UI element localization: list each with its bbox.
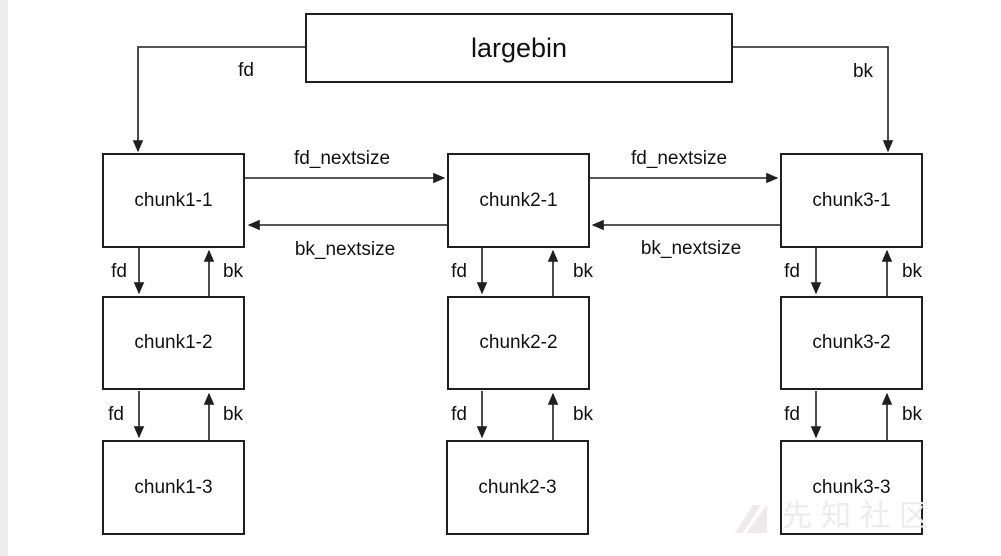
edge-label-fd-nextsize-1: fd_nextsize (293, 148, 391, 169)
edge-label-fd-nextsize-2: fd_nextsize (630, 148, 728, 169)
edge-label-bk-col3-gap1: bk (901, 261, 923, 282)
edge-label-fd-col3-gap2: fd (784, 404, 800, 425)
edge-label-bk-nextsize-1: bk_nextsize (294, 239, 396, 260)
node-chunk1-3: chunk1-3 (102, 440, 245, 535)
node-chunk3-2: chunk3-2 (780, 296, 923, 390)
edge-label-fd-col2-gap2: fd (451, 404, 467, 425)
edge-label-fd-col1-gap2: fd (108, 404, 124, 425)
edge-label-bk-col2-gap1: bk (572, 261, 594, 282)
node-chunk1-1: chunk1-1 (102, 153, 245, 248)
edge-label-bk-col1-gap1: bk (222, 261, 244, 282)
node-chunk3-1: chunk3-1 (780, 153, 923, 248)
edge-label-bk-col1-gap2: bk (222, 404, 244, 425)
edge-largebin-fd-to-chunk1-1 (132, 46, 305, 153)
node-chunk2-2: chunk2-2 (447, 296, 590, 390)
edge-label-bk-nextsize-2: bk_nextsize (640, 238, 742, 259)
node-chunk3-3: chunk3-3 (780, 440, 923, 535)
edge-label-fd-col3-gap1: fd (784, 261, 800, 282)
edge-largebin-bk-to-chunk3-1 (733, 46, 894, 153)
edge-label-bk-top: bk (852, 61, 874, 82)
edge-label-fd-col2-gap1: fd (451, 261, 467, 282)
page-edge-strip (0, 0, 8, 556)
node-largebin: largebin (305, 13, 733, 83)
node-chunk2-1: chunk2-1 (447, 153, 590, 248)
edge-label-fd-col1-gap1: fd (111, 261, 127, 282)
edge-label-fd-top: fd (238, 60, 254, 81)
edge-label-bk-col2-gap2: bk (572, 404, 594, 425)
node-chunk1-2: chunk1-2 (102, 296, 245, 390)
edge-label-bk-col3-gap2: bk (901, 404, 923, 425)
node-chunk2-3: chunk2-3 (446, 440, 589, 535)
